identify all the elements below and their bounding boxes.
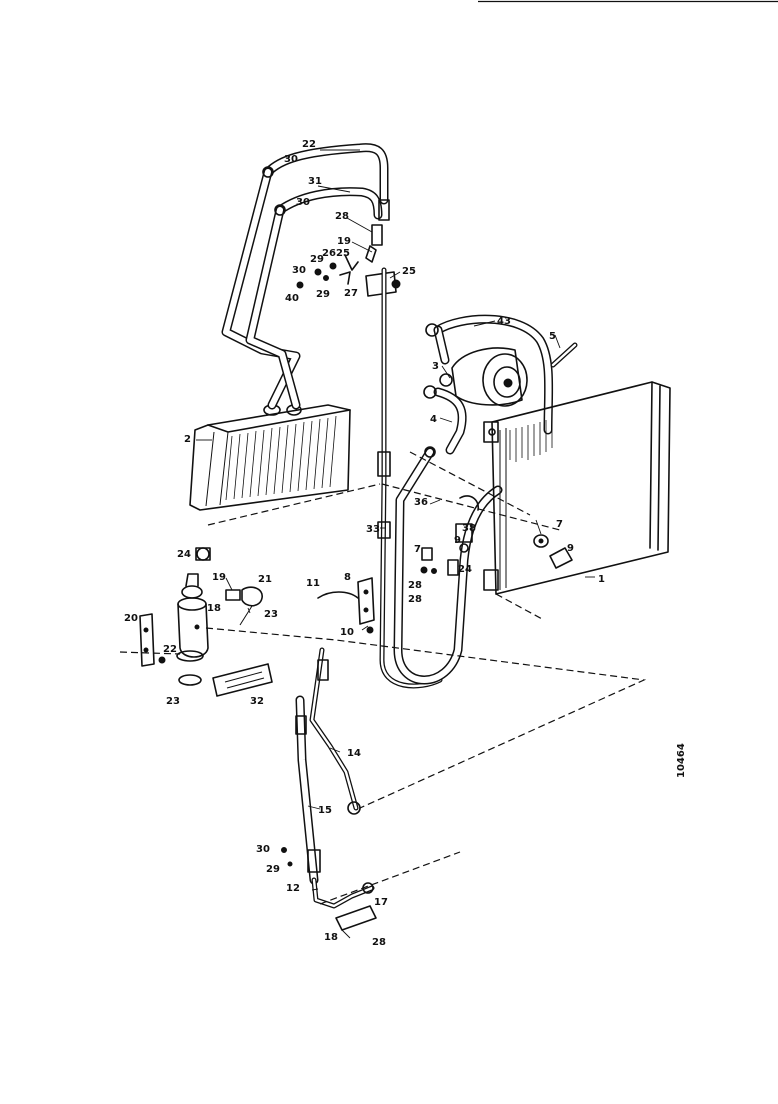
label-43: 43	[497, 316, 511, 327]
label-10: 10	[340, 627, 354, 638]
label-20: 20	[124, 613, 138, 624]
label-15: 15	[318, 805, 332, 816]
label-40: 40	[285, 293, 299, 304]
sensor-21	[225, 586, 263, 626]
label-18-lower: 18	[324, 932, 338, 943]
evaporator-unit	[189, 404, 351, 511]
label-7-switch: 7	[414, 544, 421, 555]
label-19-drier: 19	[212, 572, 226, 583]
condenser-cap-7	[533, 534, 549, 548]
label-24-left: 24	[177, 549, 191, 560]
label-29-top: 29	[310, 254, 324, 265]
pressure-switch-cluster	[420, 495, 480, 576]
evaporator-hoses	[221, 143, 390, 410]
reference-code: 10464	[676, 743, 687, 778]
label-11: 11	[306, 578, 320, 589]
label-9-switch: 9	[454, 535, 461, 546]
label-30-lower: 30	[256, 844, 270, 855]
label-1: 1	[598, 574, 605, 585]
label-28-lower: 28	[372, 937, 386, 948]
label-25-valve: 25	[336, 248, 350, 259]
installation-guide-lines	[119, 451, 647, 905]
condenser	[483, 381, 671, 595]
small-hose-5	[550, 342, 578, 368]
label-plate-32	[212, 663, 273, 697]
label-30-top: 30	[284, 154, 298, 165]
label-19-top: 19	[337, 236, 351, 247]
label-32: 32	[250, 696, 264, 707]
label-25-block: 25	[402, 266, 416, 277]
label-23: 23	[166, 696, 180, 707]
label-30-mid: 30	[296, 197, 310, 208]
label-22-bracket: 22	[163, 644, 177, 655]
label-21: 21	[258, 574, 272, 585]
label-38: 38	[462, 523, 476, 534]
callout-labels: 22 30 31 30 28 19 26 25 29 30 25 27 40 2…	[124, 139, 605, 948]
label-4: 4	[430, 414, 437, 425]
label-18-drier: 18	[207, 603, 221, 614]
bracket-8	[317, 577, 375, 634]
receiver-drier	[176, 547, 211, 686]
label-3: 3	[432, 361, 439, 372]
label-24-right: 24	[458, 564, 472, 575]
label-36: 36	[414, 497, 428, 508]
label-9-condenser: 9	[567, 543, 574, 554]
lower-lines	[281, 647, 377, 931]
label-5: 5	[549, 331, 556, 342]
compressor	[439, 347, 528, 407]
label-33: 33	[366, 524, 380, 535]
compressor-hoses	[393, 314, 554, 685]
label-31: 31	[308, 176, 322, 187]
bracket-9	[549, 547, 573, 569]
label-27: 27	[344, 288, 358, 299]
label-17: 17	[374, 897, 388, 908]
label-2: 2	[184, 434, 191, 445]
expansion-valve-cluster	[296, 245, 401, 297]
label-8: 8	[344, 572, 351, 583]
label-30-low: 30	[292, 265, 306, 276]
label-38-sensor: 23	[264, 609, 278, 620]
label-12: 12	[286, 883, 300, 894]
label-14: 14	[347, 748, 361, 759]
label-26: 26	[322, 248, 336, 259]
bracket-20	[139, 613, 166, 667]
label-29-lower: 29	[266, 864, 280, 875]
label-29-switch: 28	[408, 594, 422, 605]
label-28-top: 28	[335, 211, 349, 222]
label-7-condenser: 7	[556, 519, 563, 530]
callout-leaders	[196, 149, 595, 939]
label-22: 22	[302, 139, 316, 150]
label-39: 29	[316, 289, 330, 300]
label-30-switch: 28	[408, 580, 422, 591]
